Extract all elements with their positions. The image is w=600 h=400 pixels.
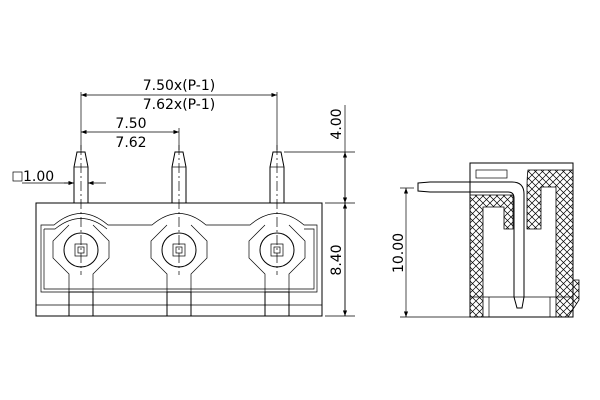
front-dimensions: 7.50x(P-1) 7.62x(P-1) 7.50 7.62 1.00 4.0… — [12, 78, 355, 317]
overall-height-label: 10.00 — [391, 233, 407, 273]
overall-pitch-label-a: 7.50x(P-1) — [143, 78, 215, 94]
pitch-label-a: 7.50 — [115, 116, 146, 132]
pin-1 — [52, 145, 110, 317]
pin-3 — [248, 145, 306, 317]
pitch-label-b: 7.62 — [115, 135, 146, 151]
pin-2 — [150, 145, 208, 317]
body-inner-outline-2 — [43, 218, 315, 290]
pin-size-label: 1.00 — [23, 169, 54, 185]
terminal-slot — [166, 291, 192, 317]
side-view: 10.00 — [391, 162, 580, 318]
square-symbol-icon — [12, 171, 23, 182]
hatched-section-right — [526, 169, 580, 318]
terminal-slot — [264, 291, 290, 317]
hatched-section-left — [469, 194, 514, 318]
body-inner-outline — [40, 213, 318, 293]
front-view — [35, 145, 323, 317]
side-pin — [417, 181, 525, 309]
terminal-slot — [68, 291, 94, 317]
overall-pitch-label-b: 7.62x(P-1) — [143, 97, 215, 113]
body-height-label: 8.40 — [329, 244, 345, 275]
pin-height-label: 4.00 — [329, 108, 345, 139]
